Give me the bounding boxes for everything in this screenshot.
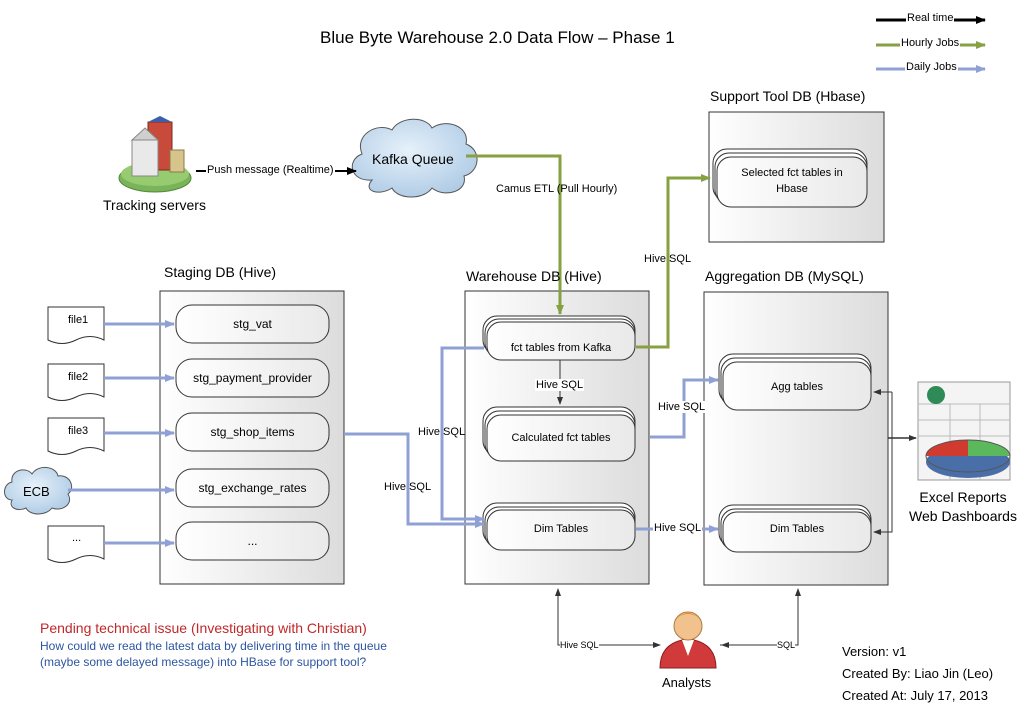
- staging-table-label: stg_vat: [233, 317, 272, 331]
- ecb-label: ECB: [23, 484, 50, 499]
- meta-created-at: Created At: July 17, 2013: [842, 688, 988, 703]
- analyst-hive-sql-arrow: [555, 588, 658, 646]
- analysts-label: Analysts: [662, 675, 712, 690]
- pending-issue-body: How could we read the latest data by del…: [40, 639, 387, 669]
- document-meta: Version: v1 Created By: Liao Jin (Leo) C…: [842, 641, 993, 707]
- legend-daily-label: Daily Jobs: [905, 61, 958, 73]
- edge-label-hive-sql: Hive SQL: [644, 253, 692, 265]
- kafka-queue-label: Kafka Queue: [372, 151, 454, 167]
- meta-version: Version: v1: [842, 644, 907, 659]
- staging-table-box: [175, 468, 330, 508]
- staging-table-label: stg_payment_provider: [193, 371, 312, 385]
- push-message-label: Push message (Realtime): [206, 164, 335, 176]
- analyst-sql-arrow: [720, 588, 801, 646]
- tracking-servers-icon: [118, 116, 192, 193]
- analyst-person-icon: [659, 611, 717, 669]
- reports-label: Excel Reports Web Dashboards: [900, 488, 1026, 526]
- reports-line1: Excel Reports: [919, 489, 1007, 505]
- hive-sql-to-hbase-arrow: [636, 174, 711, 349]
- support-tables-stack: [712, 148, 868, 208]
- file-label: ...: [72, 532, 82, 544]
- edge-label-sql: SQL: [777, 640, 796, 650]
- fct-to-dim-arrow: [440, 346, 485, 523]
- file-label: file3: [68, 425, 89, 437]
- camus-etl-label: Camus ETL (Pull Hourly): [496, 183, 618, 195]
- edge-label-hive-sql: Hive SQL: [535, 379, 585, 391]
- camus-etl-arrow: [466, 154, 564, 315]
- edge-label-hive-sql: Hive SQL: [418, 426, 466, 438]
- fct-kafka-label: fct tables from Kafka: [510, 342, 612, 354]
- staging-table-label: stg_shop_items: [210, 425, 295, 439]
- staging-table-box: [175, 304, 330, 344]
- staging-table-box: [175, 412, 330, 452]
- fct-kafka-stack: [482, 315, 636, 361]
- reports-to-agg-arrow: [873, 392, 893, 535]
- staging-table-label: stg_exchange_rates: [198, 481, 307, 495]
- ecb-cloud-icon: [4, 467, 73, 515]
- agg-dim-stack: [718, 504, 872, 553]
- edge-label-hive-sql: Hive SQL: [384, 481, 432, 493]
- edge-label-hive-sql: Hive SQL: [657, 401, 707, 413]
- reports-line2: Web Dashboards: [909, 508, 1017, 524]
- file-document-icon: [47, 306, 105, 344]
- legend-hourly-label: Hourly Jobs: [900, 37, 961, 49]
- support-db-title: Support Tool DB (Hbase): [710, 88, 866, 104]
- pending-issue-title: Pending technical issue (Investigating w…: [40, 620, 367, 636]
- calculated-fct-label: Calculated fct tables: [511, 432, 611, 444]
- file-document-icon: [47, 525, 105, 563]
- file-document-icon: [47, 417, 105, 455]
- staging-table-label: ...: [247, 534, 258, 548]
- excel-reports-icon: [917, 381, 1011, 481]
- dim-tables-stack: [482, 502, 636, 551]
- support-tables-label: Selected fct tables in Hbase: [741, 167, 843, 195]
- meta-created-by: Created By: Liao Jin (Leo): [842, 666, 994, 681]
- staging-table-box: [175, 358, 330, 398]
- legend-realtime-label: Real time: [906, 12, 955, 24]
- staging-to-warehouse-arrow: [344, 432, 485, 528]
- file-label: file1: [68, 314, 89, 326]
- warehouse-dim-label: Dim Tables: [533, 523, 589, 535]
- edge-label-hive-sql: Hive SQL: [560, 640, 599, 650]
- agg-dim-label: Dim Tables: [769, 523, 825, 535]
- agg-tables-label: Agg tables: [771, 381, 823, 393]
- aggregation-db-title: Aggregation DB (MySQL): [705, 268, 864, 284]
- calculated-fct-stack: [482, 406, 636, 462]
- edge-label-hive-sql: Hive SQL: [653, 522, 703, 534]
- staging-table-box: [175, 521, 330, 561]
- warehouse-db-title: Warehouse DB (Hive): [466, 268, 602, 284]
- tracking-servers-label: Tracking servers: [103, 197, 206, 213]
- agg-tables-stack: [718, 353, 872, 411]
- staging-db-title: Staging DB (Hive): [164, 264, 277, 280]
- kafka-cloud-icon: [351, 118, 478, 198]
- file-document-icon: [47, 363, 105, 401]
- diagram-title: Blue Byte Warehouse 2.0 Data Flow – Phas…: [320, 28, 675, 47]
- file-label: file2: [68, 371, 89, 383]
